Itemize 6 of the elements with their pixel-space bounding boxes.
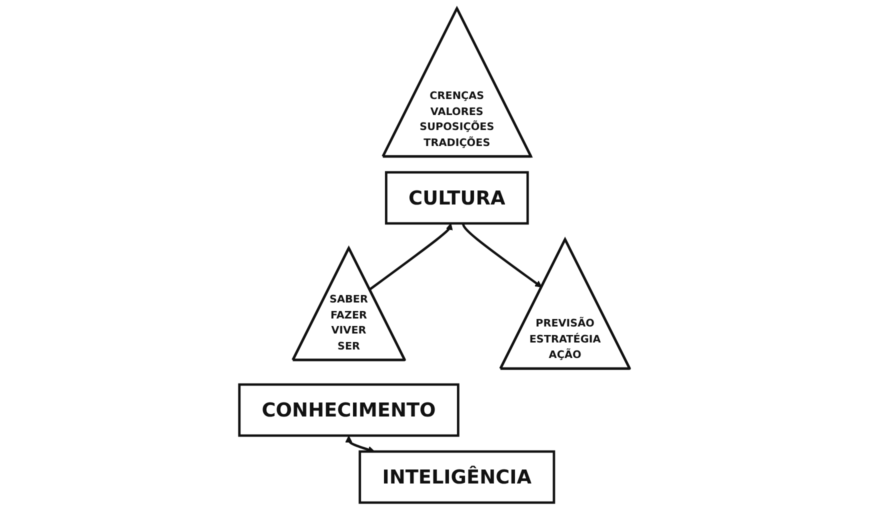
node-box: [385, 171, 530, 225]
arrow: [369, 223, 454, 290]
diagram: CRENÇAS VALORES SUPOSIÇÕES TRADIÇÕES CULTURA SABER FAZER VIVER SER CONHECIMENTO PREVISÃO ESTRATÉGIA AÇÃO INTELIGÊNCIA: [233, 2, 637, 509]
node-box: [359, 450, 556, 504]
arrow: [462, 223, 543, 288]
node-box: [238, 383, 460, 437]
